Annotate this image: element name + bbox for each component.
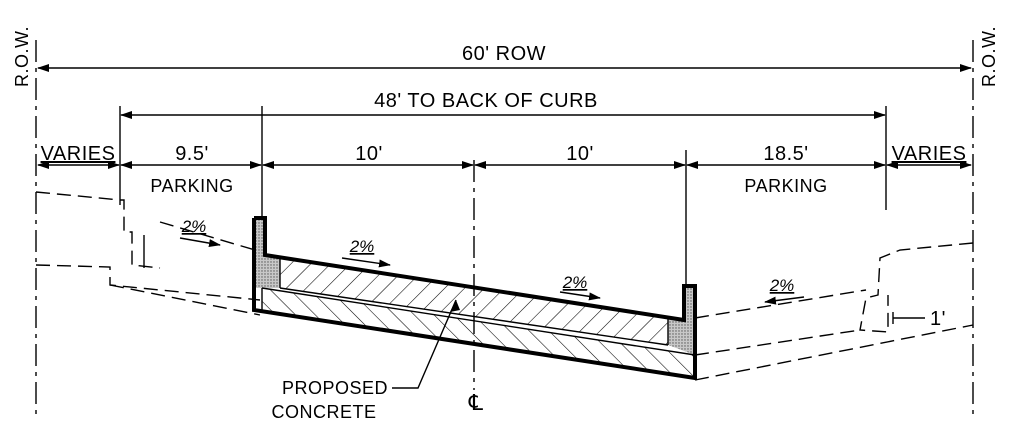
slope-annotations: 2% 2% 2% 2% [179,217,805,305]
left-curb [254,218,280,288]
dimension-back-of-curb-label: 48' TO BACK OF CURB [374,90,598,112]
right-parking-label: PARKING [744,176,827,196]
existing-ground-right [694,242,974,381]
slope-left-parking: 2% [181,217,207,236]
pavement-section [252,216,697,381]
slope-lane-left: 2% [349,237,375,256]
right-parking-width-label: 18.5' [763,143,808,165]
dimension-row-total-label: 60' ROW [462,43,546,65]
lane-right-width-label: 10' [566,143,594,165]
left-parking-width-label: 9.5' [175,143,209,165]
slope-lane-right: 2% [562,273,588,292]
lane-left-width-label: 10' [355,143,383,165]
proposed-concrete-callout: PROPOSED CONCRETE [271,299,460,422]
row-label-right: R.O.W. [979,26,999,87]
row-lines [35,40,974,418]
left-varies-label: VARIES [41,143,116,165]
dimension-back-of-curb: 48' TO BACK OF CURB [120,90,886,119]
offset-label: 1' [930,308,946,330]
proposed-label: PROPOSED [282,378,388,398]
concrete-label: CONCRETE [271,402,376,418]
dimension-row-total: 60' ROW [37,43,972,72]
right-varies-label: VARIES [892,143,967,165]
offset-callout: 1' [892,308,946,330]
centerline-symbol: ℄ [468,390,484,415]
left-parking-label: PARKING [150,176,233,196]
slope-right-parking: 2% [769,276,795,295]
existing-ground-left [35,191,261,316]
row-label-left: R.O.W. [12,26,32,87]
